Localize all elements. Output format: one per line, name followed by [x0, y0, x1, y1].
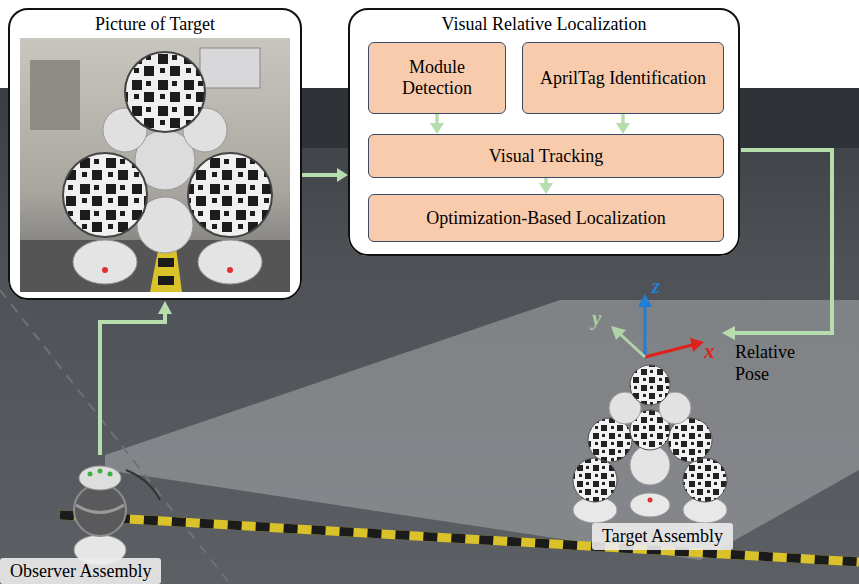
node-text: Observer Assembly: [10, 560, 151, 583]
node-text: AprilTag Identification: [540, 68, 706, 89]
node-text: Target Assembly: [602, 525, 723, 548]
process-box: Module Detection: [368, 42, 506, 114]
panel-ground: [348, 8, 740, 256]
axis-label: y: [592, 308, 601, 329]
process-panel: Picture of Target: [8, 8, 302, 300]
annotation-label: Relative Pose: [735, 342, 825, 385]
flow-arrow: [302, 168, 348, 182]
process-box: Visual Tracking: [368, 134, 724, 178]
node-text: Visual Relative Localization: [350, 14, 738, 36]
flow-arrow: [430, 114, 444, 134]
node-text: Picture of Target: [10, 14, 300, 36]
process-box: Optimization-Based Localization: [368, 194, 724, 242]
axis-label: x: [704, 341, 715, 362]
node-text: Optimization-Based Localization: [426, 208, 665, 229]
node-text: Visual Tracking: [489, 146, 603, 167]
axis-label: z: [652, 276, 660, 297]
node-text: Module Detection: [375, 57, 499, 98]
flow-arrow: [539, 178, 553, 194]
flow-arrow: [616, 114, 630, 134]
panel-ground: [8, 8, 302, 300]
process-box: AprilTag Identification: [522, 42, 724, 114]
caption-box: Observer Assembly: [0, 558, 161, 584]
process-panel: Visual Relative LocalizationModule Detec…: [348, 8, 740, 256]
caption-box: Target Assembly: [592, 523, 733, 550]
